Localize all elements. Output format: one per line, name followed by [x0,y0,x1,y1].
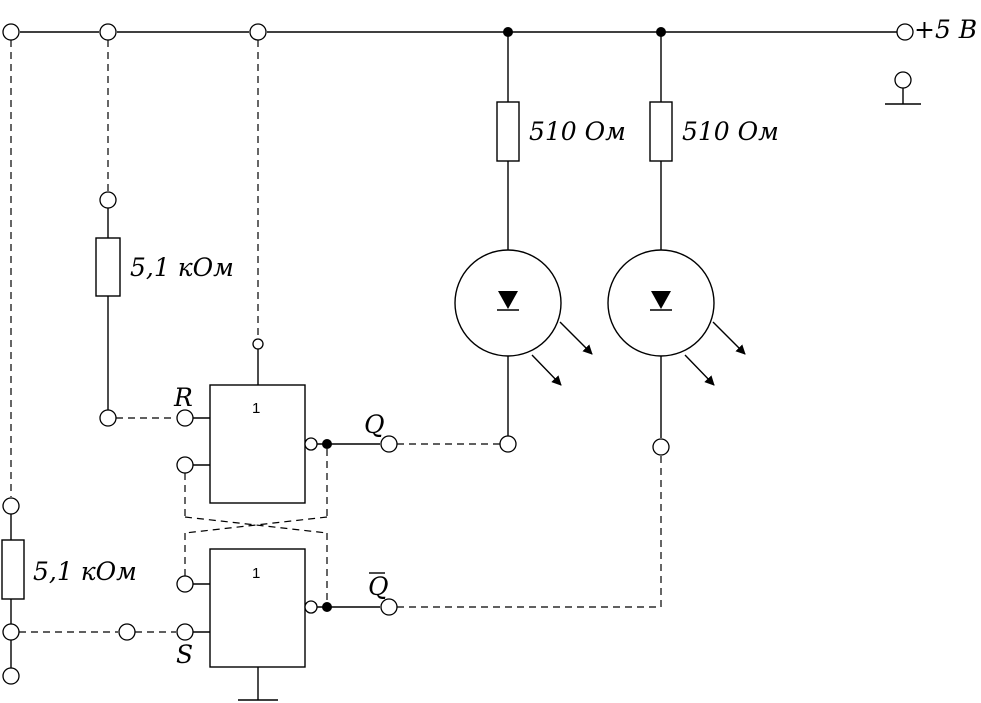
input-s-label: S [176,640,193,669]
rail-terminal-left [2,23,20,41]
led-branch-right [607,32,746,456]
led-branch-left [454,32,593,453]
ground-terminal [885,71,921,105]
s-input-wiring [19,623,210,641]
gate-bottom: 1 [176,548,380,701]
gate-bottom-label: 1 [252,565,260,582]
resistor-mid-label: 5,1 кОм [130,253,234,282]
output-q-label: Q [364,410,385,439]
resistor-mid [95,40,121,427]
resistor-top-left [496,101,520,162]
resistor-bottom-label: 5,1 кОм [33,557,137,586]
output-q-bar-label: Q [368,572,389,601]
cross-coupling [184,449,328,602]
resistor-top-right [649,101,673,162]
supply-rail [2,23,914,41]
resistor-bottom [1,497,25,685]
q-bar-output [380,456,662,616]
r-input-wiring [116,409,210,427]
gate-supply-line [252,40,264,385]
resistor-top-right-label: 510 Ом [682,117,779,146]
rail-terminal-2 [99,23,117,41]
supply-label: +5 В [914,15,977,44]
input-r-label: R [173,383,193,412]
resistor-top-left-label: 510 Ом [529,117,626,146]
gate-top-label: 1 [252,400,260,417]
supply-terminal [896,23,914,41]
q-output [380,435,500,453]
rail-terminal-3 [249,23,267,41]
gate-top: 1 [176,384,380,504]
